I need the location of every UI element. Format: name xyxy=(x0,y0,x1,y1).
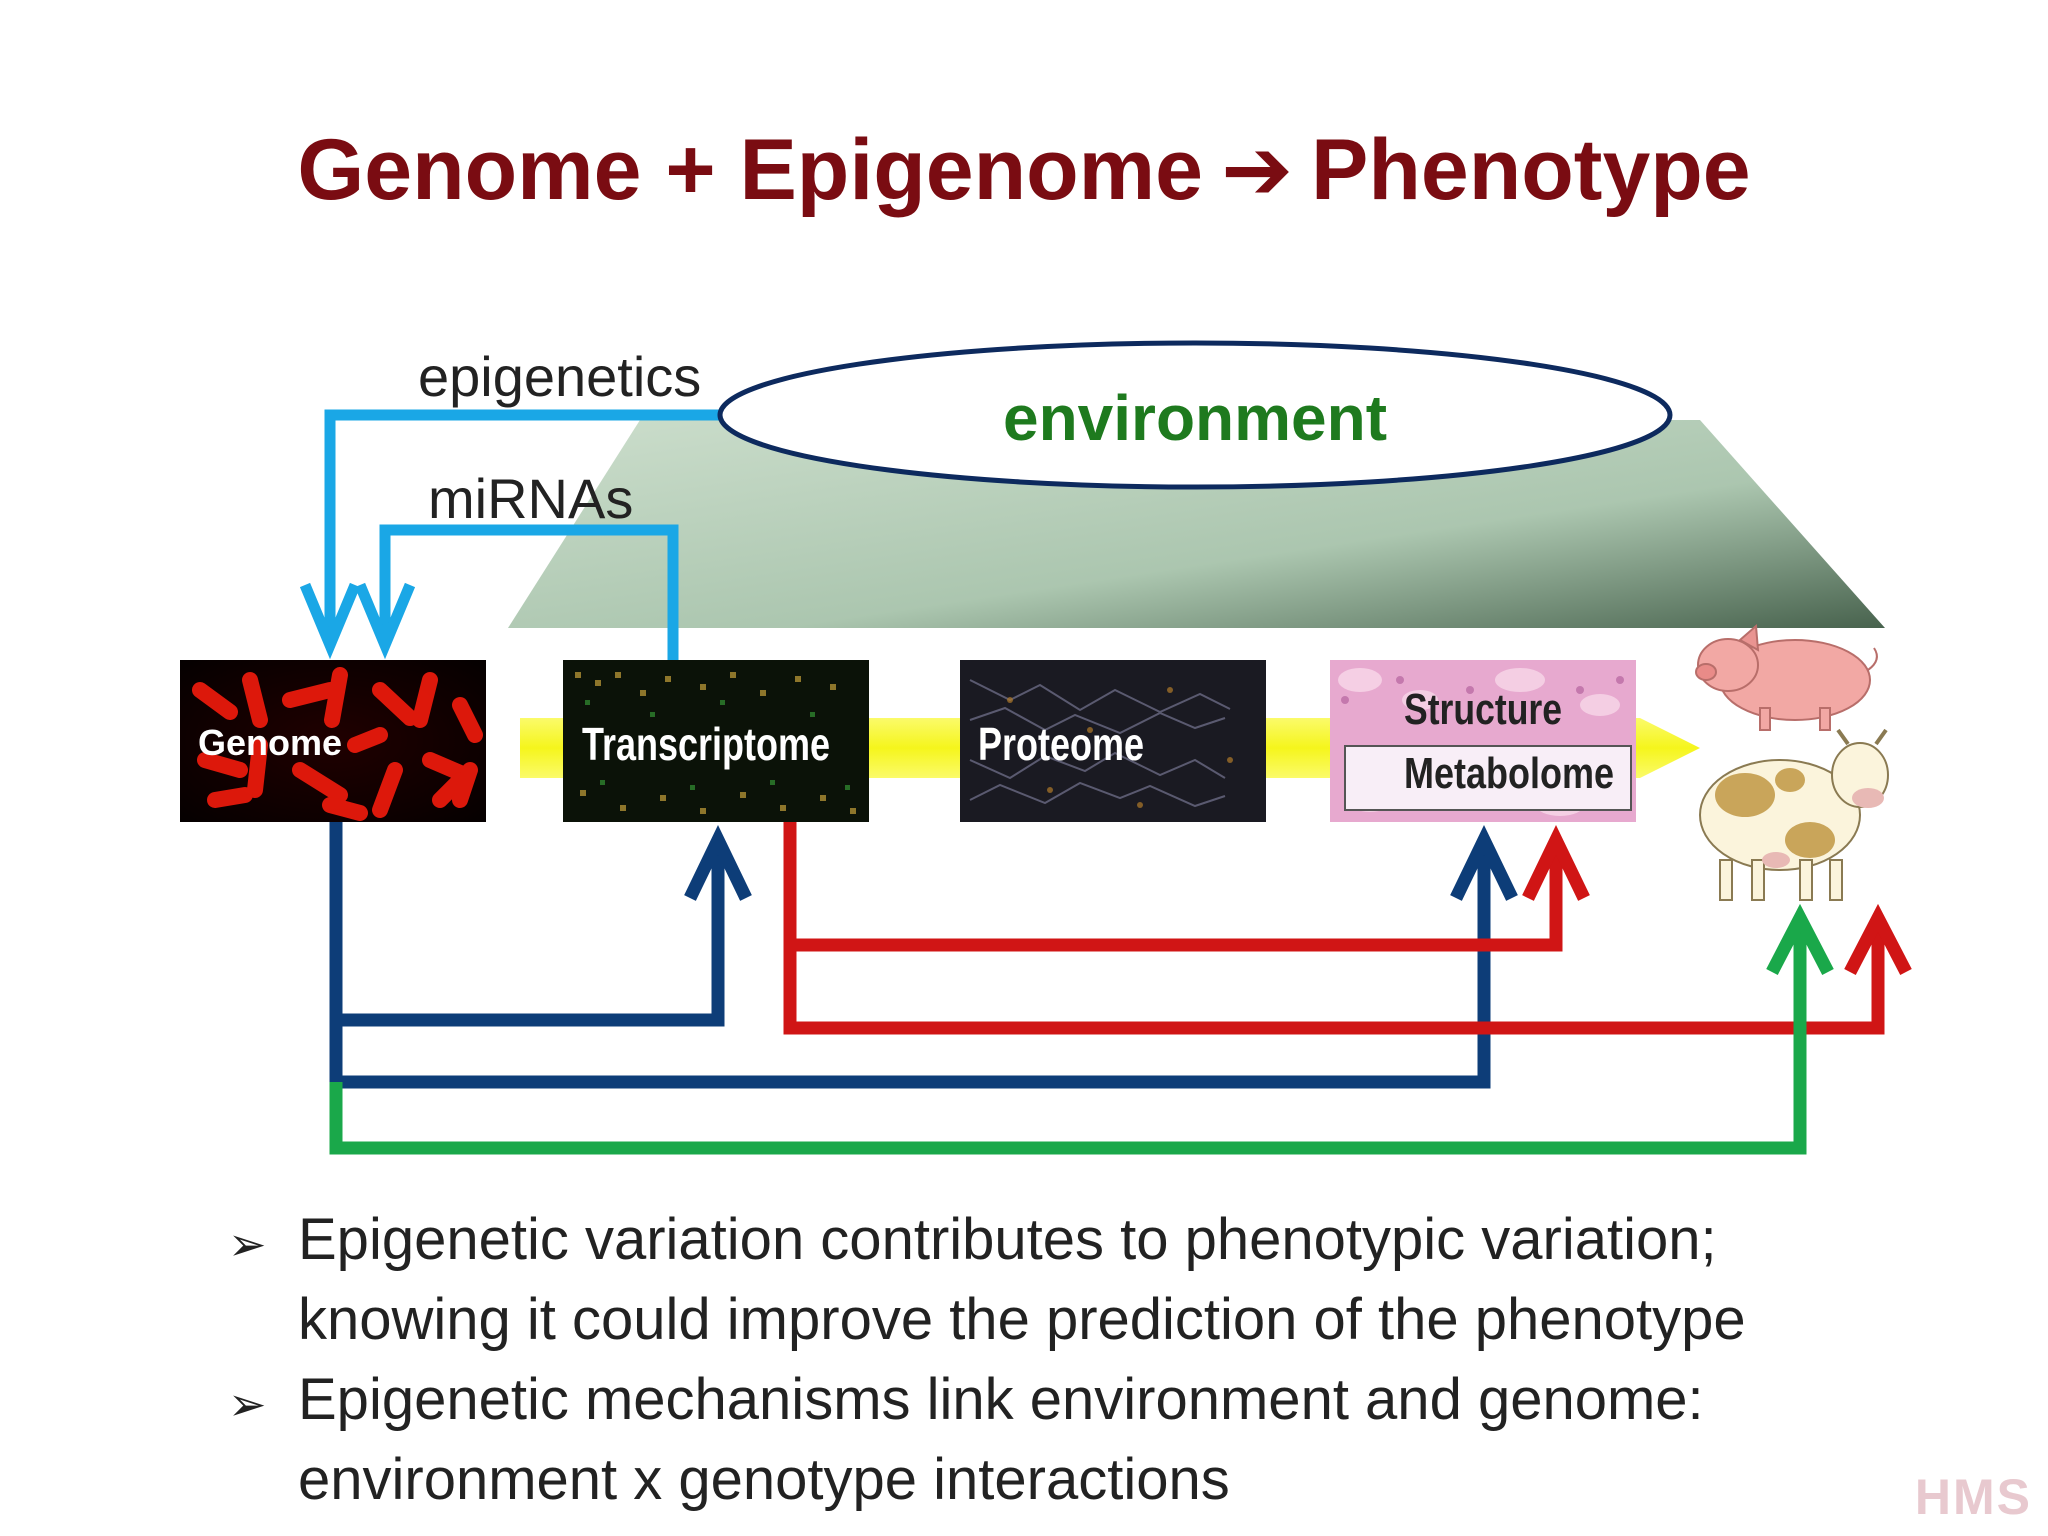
title-arrow-icon: ➔ xyxy=(1220,122,1294,218)
corner-logo: HMS xyxy=(1914,1469,2032,1525)
title-left: Genome + Epigenome xyxy=(297,122,1203,218)
genome-to-phenotype-arrow xyxy=(329,918,1807,1155)
proteome-box xyxy=(960,660,1266,822)
pig-image xyxy=(1695,623,1878,731)
bullet-list: ➢ Epigenetic variation contributes to ph… xyxy=(228,1200,1868,1520)
epigenetics-arrowhead xyxy=(299,582,361,660)
transcriptome-to-metabolome-arrow xyxy=(783,822,1563,952)
environment-label: environment xyxy=(1003,382,1387,454)
bullet-item: ➢ Epigenetic variation contributes to ph… xyxy=(228,1200,1868,1360)
transcriptome-to-phenotype-arrowhead xyxy=(1844,903,1912,975)
bullet-text: Epigenetic variation contributes to phen… xyxy=(298,1207,1746,1352)
bullet-text: Epigenetic mechanisms link environment a… xyxy=(298,1367,1704,1512)
mirnas-arrowhead xyxy=(354,582,416,660)
genome-to-transcriptome-arrowhead xyxy=(684,825,752,901)
genome-to-phenotype-arrowhead xyxy=(1766,903,1834,975)
bullet-arrow-icon: ➢ xyxy=(228,1218,267,1270)
genome-to-transcriptome-arrow xyxy=(329,822,725,1027)
structure-metabolome-box xyxy=(1330,660,1636,822)
bullet-item: ➢ Epigenetic mechanisms link environment… xyxy=(228,1360,1868,1520)
epigenetics-label: epigenetics xyxy=(418,345,701,408)
transcriptome-to-phenotype-arrow xyxy=(783,918,1885,1035)
title-right: Phenotype xyxy=(1311,122,1751,218)
structure-label: Structure xyxy=(1404,685,1562,734)
transcriptome-label: Transcriptome xyxy=(582,718,830,770)
metabolome-label: Metabolome xyxy=(1404,749,1614,798)
transcriptome-to-metabolome-arrowhead xyxy=(1522,825,1590,901)
genome-label: Genome xyxy=(198,722,342,763)
bullet-arrow-icon: ➢ xyxy=(228,1378,267,1430)
environment-ellipse xyxy=(717,340,1673,490)
proteome-label: Proteome xyxy=(978,718,1144,770)
cow-image xyxy=(1699,728,1889,901)
transcriptome-box xyxy=(563,660,869,822)
genome-box xyxy=(180,660,486,822)
slide-title: Genome + Epigenome➔Phenotype xyxy=(0,120,2048,220)
mirnas-label: miRNAs xyxy=(428,467,633,530)
epigenetics-arrow xyxy=(324,409,720,640)
genome-to-metabolome-arrow xyxy=(329,840,1491,1089)
mirnas-arrow xyxy=(379,524,679,660)
genome-to-metabolome-arrowhead xyxy=(1450,825,1518,901)
environment-trapezoid xyxy=(508,420,1885,628)
